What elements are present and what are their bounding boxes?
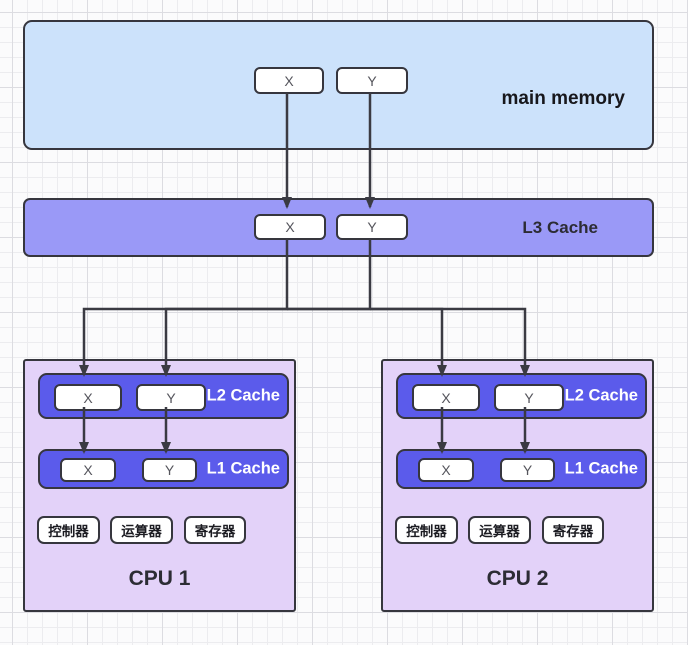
cpu1-unit-register[interactable]: 寄存器	[184, 516, 246, 544]
cpu1-node[interactable]: X Y L2 Cache X Y L1 Cache 控制器 运算器 寄存器 CP…	[23, 359, 296, 612]
cpu1-unit-controller[interactable]: 控制器	[37, 516, 100, 544]
cpu2-title: CPU 2	[486, 567, 549, 590]
cpu1-l2-label: L2 Cache	[206, 386, 280, 405]
cpu1-l1-cache-bar[interactable]: X Y L1 Cache	[38, 449, 289, 489]
cpu2-unit-register[interactable]: 寄存器	[542, 516, 604, 544]
cpu2-l1-cell-x[interactable]: X	[418, 458, 474, 482]
cpu1-l2-cell-x[interactable]: X	[54, 384, 122, 411]
cpu1-l1-cell-y[interactable]: Y	[142, 458, 197, 482]
cpu1-unit-alu[interactable]: 运算器	[110, 516, 173, 544]
l3-cell-x[interactable]: X	[254, 214, 326, 240]
cpu2-l2-cell-y[interactable]: Y	[494, 384, 564, 411]
l3-cell-y[interactable]: Y	[336, 214, 408, 240]
cpu1-l2-cell-y[interactable]: Y	[136, 384, 206, 411]
cpu2-node[interactable]: X Y L2 Cache X Y L1 Cache 控制器 运算器 寄存器 CP…	[381, 359, 654, 612]
main-memory-cell-y[interactable]: Y	[336, 67, 408, 94]
cpu2-unit-alu[interactable]: 运算器	[468, 516, 531, 544]
edge-l3-x-to-cpu1-l2-x	[79, 239, 289, 377]
edge-l3-y-to-cpu1-l2-y	[161, 239, 372, 377]
cpu1-l2-cache-bar[interactable]: X Y L2 Cache	[38, 373, 289, 419]
cpu2-unit-controller[interactable]: 控制器	[395, 516, 458, 544]
l3-cache-node[interactable]: X Y L3 Cache	[23, 198, 654, 257]
cpu2-l2-cell-x[interactable]: X	[412, 384, 480, 411]
l3-cache-label: L3 Cache	[522, 218, 598, 237]
main-memory-cell-x[interactable]: X	[254, 67, 324, 94]
cpu2-l2-label: L2 Cache	[564, 386, 638, 405]
cpu1-l1-cell-x[interactable]: X	[60, 458, 116, 482]
cpu2-l2-cache-bar[interactable]: X Y L2 Cache	[396, 373, 647, 419]
cpu2-l1-cell-y[interactable]: Y	[500, 458, 555, 482]
cpu2-l1-label: L1 Cache	[564, 459, 638, 478]
cpu1-l1-label: L1 Cache	[206, 459, 280, 478]
cpu1-title: CPU 1	[128, 567, 191, 590]
main-memory-node[interactable]: X Y main memory	[23, 20, 654, 150]
main-memory-label: main memory	[501, 88, 625, 109]
cpu2-l1-cache-bar[interactable]: X Y L1 Cache	[396, 449, 647, 489]
